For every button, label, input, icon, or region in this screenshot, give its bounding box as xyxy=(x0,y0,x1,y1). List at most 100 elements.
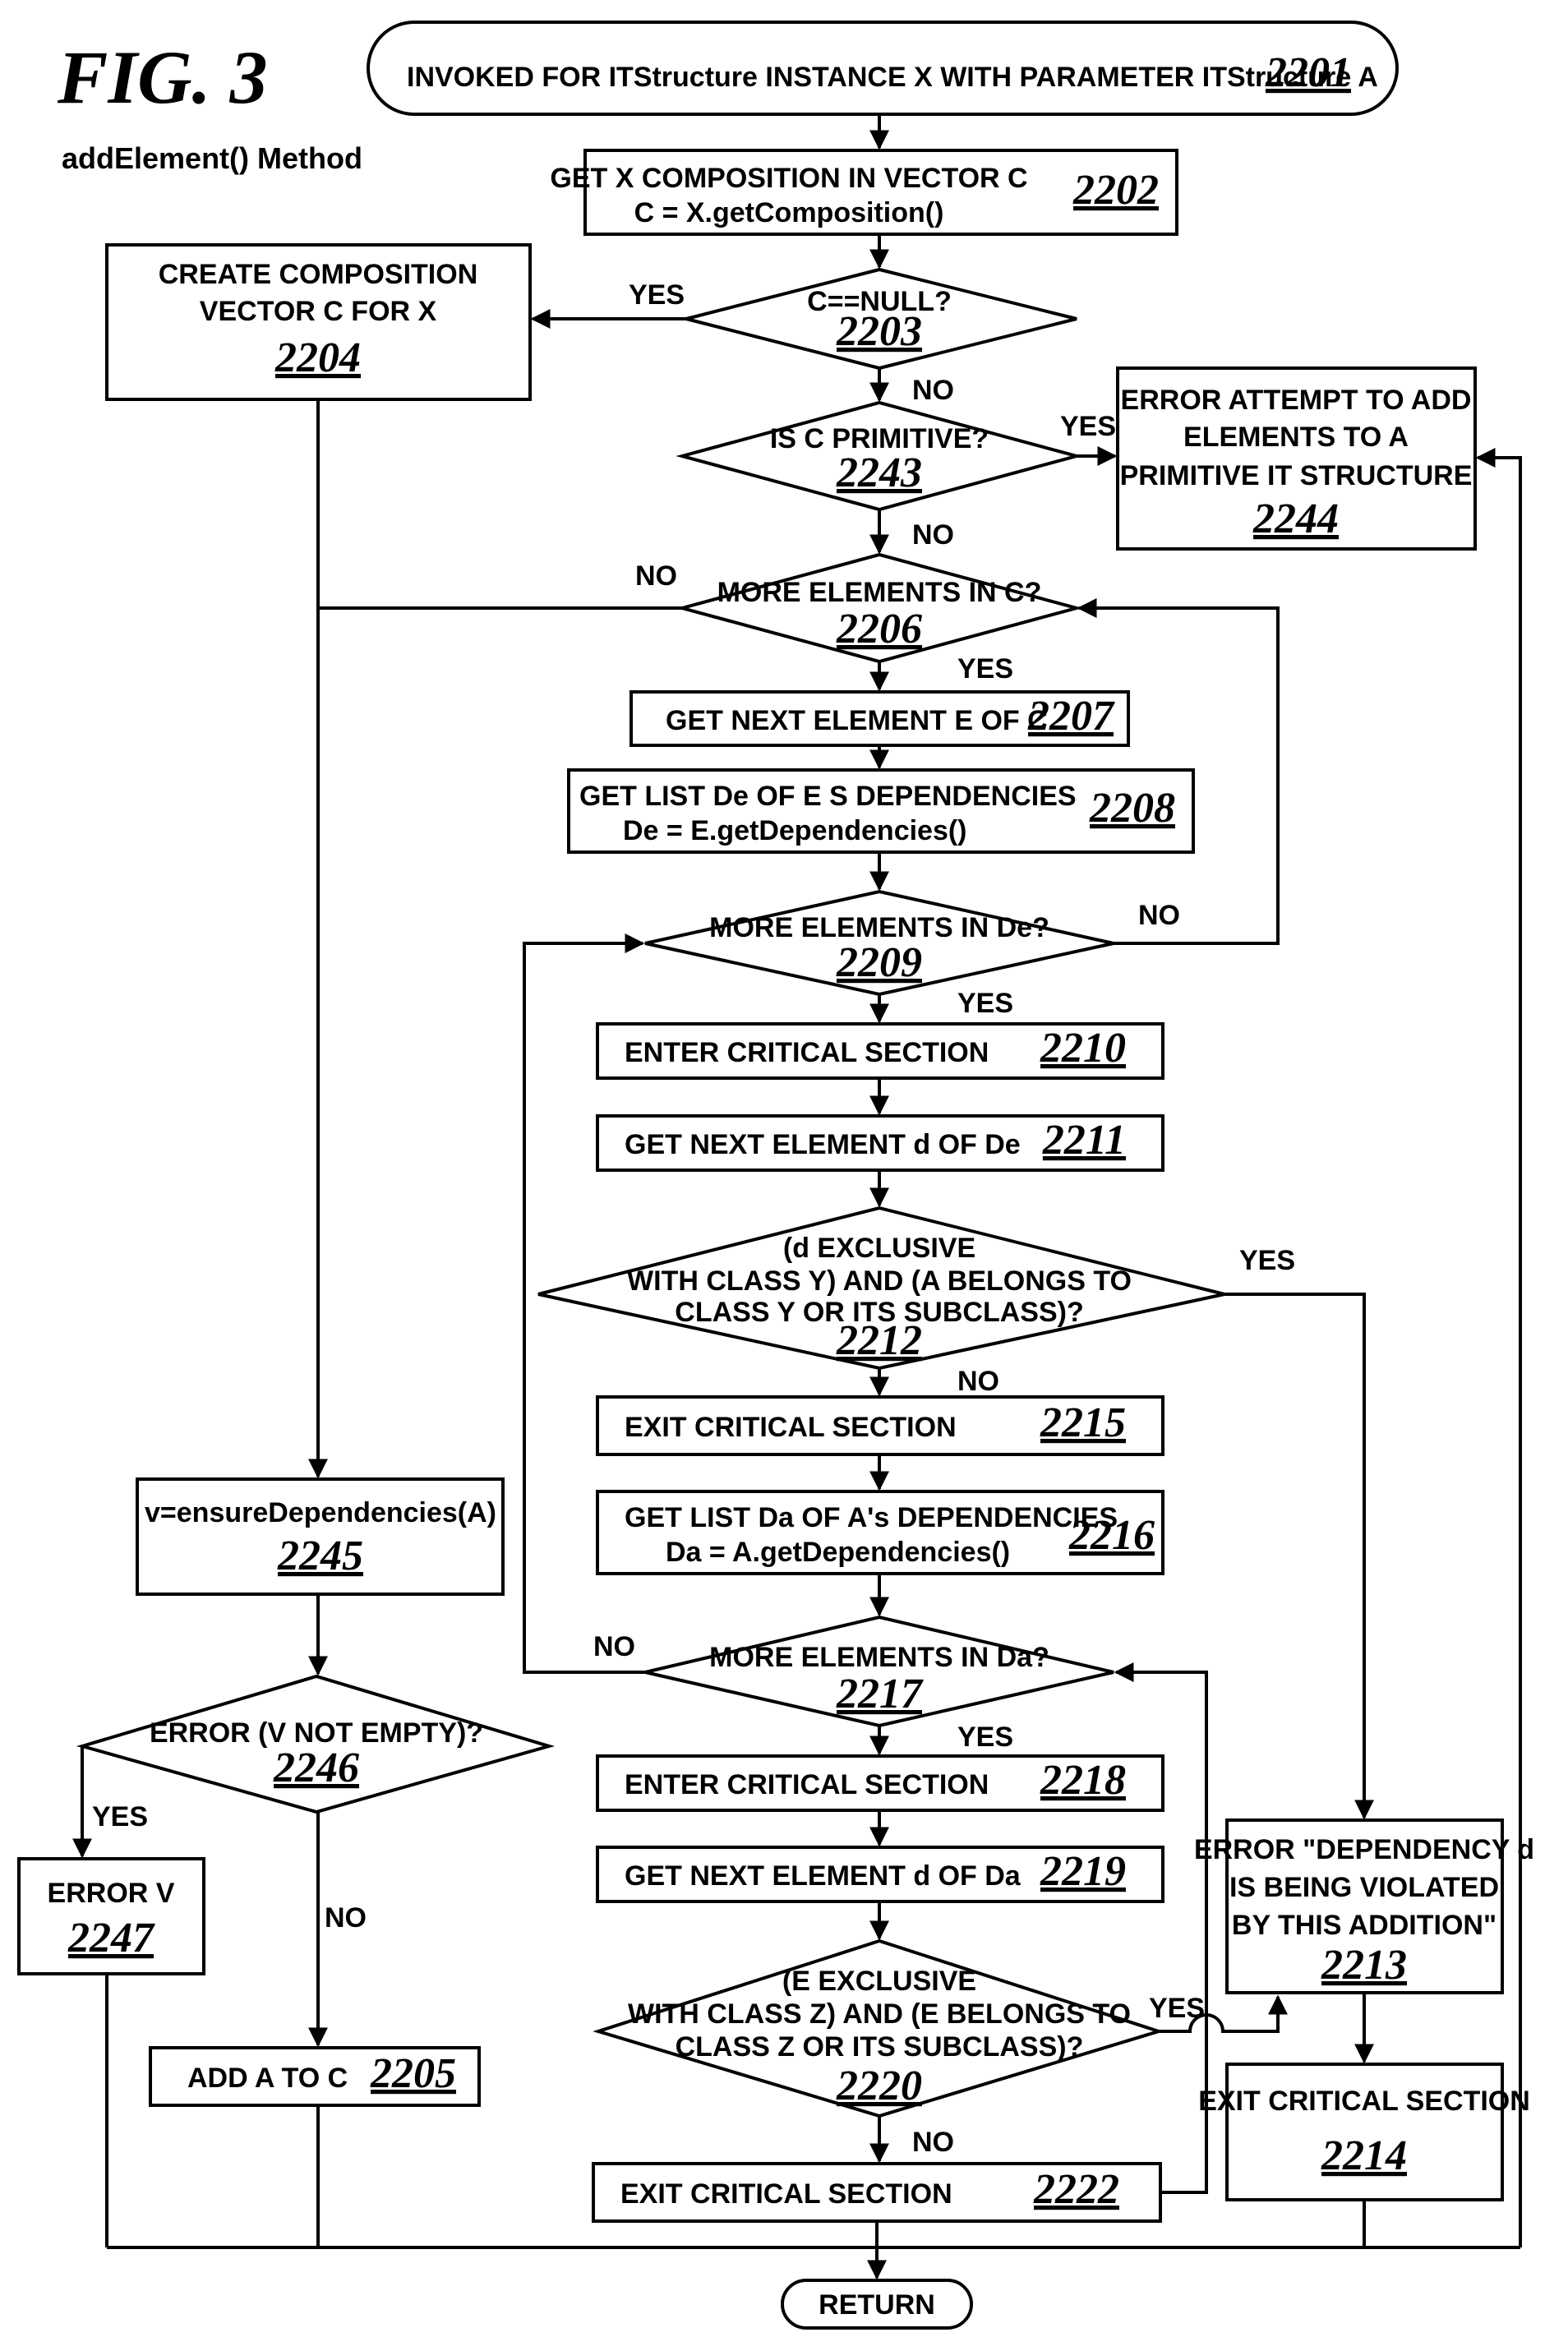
node-2204-number: 2204 xyxy=(274,334,361,381)
node-2201-number: 2201 xyxy=(1265,49,1351,96)
node-2243-number: 2243 xyxy=(836,449,922,496)
node-2213: ERROR "DEPENDENCY d IS BEING VIOLATED BY… xyxy=(1194,1820,1534,1993)
node-2207-number: 2207 xyxy=(1027,693,1115,740)
node-2205: ADD A TO C 2205 xyxy=(150,2048,479,2105)
node-2207-label: GET NEXT ELEMENT E OF C xyxy=(666,705,1048,736)
node-2244: ERROR ATTEMPT TO ADD ELEMENTS TO A PRIMI… xyxy=(1118,368,1475,549)
node-2217: MORE ELEMENTS IN Da? 2217 xyxy=(645,1617,1114,1726)
label-2243-yes: YES xyxy=(1060,411,1116,442)
node-2204-line2: VECTOR C FOR X xyxy=(200,296,437,327)
label-2209-yes: YES xyxy=(957,988,1013,1019)
label-2243-no: NO xyxy=(912,519,954,551)
node-2211-number: 2211 xyxy=(1042,1117,1126,1164)
node-2210: ENTER CRITICAL SECTION 2210 xyxy=(597,1024,1163,1078)
node-2204-line1: CREATE COMPOSITION xyxy=(159,259,478,290)
node-2220-line2: WITH CLASS Z) AND (E BELONGS TO xyxy=(628,1998,1131,2030)
node-2214-number: 2214 xyxy=(1321,2132,1407,2179)
node-2220-line1: (E EXCLUSIVE xyxy=(782,1966,976,1997)
node-2212-line2: WITH CLASS Y) AND (A BELONGS TO xyxy=(627,1265,1132,1297)
node-2216-number: 2216 xyxy=(1068,1512,1155,1559)
node-2201-label: INVOKED FOR ITStructure INSTANCE X WITH … xyxy=(407,62,1378,93)
node-2206: MORE ELEMENTS IN C? 2206 xyxy=(682,555,1077,661)
node-2218-number: 2218 xyxy=(1040,1757,1126,1804)
node-2212-number: 2212 xyxy=(836,1317,922,1364)
node-2244-number: 2244 xyxy=(1252,496,1339,542)
label-2206-yes: YES xyxy=(957,653,1013,685)
node-return: RETURN xyxy=(782,2280,971,2328)
node-2208-line1: GET LIST De OF E S DEPENDENCIES xyxy=(579,781,1077,812)
node-2205-label: ADD A TO C xyxy=(187,2063,348,2094)
node-2214: EXIT CRITICAL SECTION 2214 xyxy=(1198,2064,1530,2200)
node-2211-label: GET NEXT ELEMENT d OF De xyxy=(625,1129,1021,1160)
node-2209-number: 2209 xyxy=(836,939,922,986)
node-2212-line1: (d EXCLUSIVE xyxy=(783,1233,975,1264)
node-2213-line3: BY THIS ADDITION" xyxy=(1232,1910,1497,1941)
label-2220-yes: YES xyxy=(1149,1993,1205,2024)
node-2220-line3: CLASS Z OR ITS SUBCLASS)? xyxy=(676,2031,1084,2063)
node-2208: GET LIST De OF E S DEPENDENCIES De = E.g… xyxy=(569,770,1193,852)
node-2202: GET X COMPOSITION IN VECTOR C C = X.getC… xyxy=(550,150,1177,234)
label-2217-yes: YES xyxy=(957,1722,1013,1753)
node-2212: (d EXCLUSIVE WITH CLASS Y) AND (A BELONG… xyxy=(538,1208,1224,1368)
node-2222-number: 2222 xyxy=(1033,2166,1119,2213)
node-2216: GET LIST Da OF A's DEPENDENCIES Da = A.g… xyxy=(597,1491,1163,1574)
node-2245-number: 2245 xyxy=(277,1533,363,1579)
node-2222: EXIT CRITICAL SECTION 2222 xyxy=(593,2164,1160,2221)
label-2246-yes: YES xyxy=(92,1801,148,1832)
node-2245: v=ensureDependencies(A) 2245 xyxy=(137,1479,503,1594)
node-2247-number: 2247 xyxy=(67,1915,155,1961)
label-2212-yes: YES xyxy=(1239,1245,1295,1276)
node-2246-number: 2246 xyxy=(273,1745,359,1791)
node-2220: (E EXCLUSIVE WITH CLASS Z) AND (E BELONG… xyxy=(598,1941,1159,2116)
node-2213-line1: ERROR "DEPENDENCY d xyxy=(1194,1834,1534,1865)
node-2206-label: MORE ELEMENTS IN C? xyxy=(717,577,1042,608)
label-2212-no: NO xyxy=(957,1366,999,1397)
node-2203-number: 2203 xyxy=(836,308,922,355)
node-2216-line1: GET LIST Da OF A's DEPENDENCIES xyxy=(625,1502,1118,1533)
node-2215-number: 2215 xyxy=(1040,1399,1126,1446)
label-2206-no: NO xyxy=(635,560,677,592)
node-2219-label: GET NEXT ELEMENT d OF Da xyxy=(625,1860,1022,1892)
node-2213-number: 2213 xyxy=(1321,1942,1407,1989)
node-2211: GET NEXT ELEMENT d OF De 2211 xyxy=(597,1116,1163,1170)
node-2205-number: 2205 xyxy=(370,2050,456,2097)
node-2219: GET NEXT ELEMENT d OF Da 2219 xyxy=(597,1847,1163,1901)
node-2210-label: ENTER CRITICAL SECTION xyxy=(625,1037,989,1068)
node-2244-line1: ERROR ATTEMPT TO ADD xyxy=(1121,385,1472,416)
label-2246-no: NO xyxy=(325,1902,367,1934)
node-return-label: RETURN xyxy=(819,2289,935,2321)
node-2244-line2: ELEMENTS TO A xyxy=(1183,422,1409,453)
node-2202-line1: GET X COMPOSITION IN VECTOR C xyxy=(550,163,1027,194)
node-2246: ERROR (V NOT EMPTY)? 2246 xyxy=(82,1676,549,1812)
node-2247-label: ERROR V xyxy=(48,1878,175,1909)
label-2203-no: NO xyxy=(912,375,954,406)
node-2217-number: 2217 xyxy=(836,1671,924,1717)
node-2218-label: ENTER CRITICAL SECTION xyxy=(625,1769,989,1800)
node-2203: C==NULL? 2203 xyxy=(686,270,1077,368)
node-2204: CREATE COMPOSITION VECTOR C FOR X 2204 xyxy=(107,245,530,399)
node-2243: IS C PRIMITIVE? 2243 xyxy=(682,403,1077,509)
node-2244-line3: PRIMITIVE IT STRUCTURE xyxy=(1120,460,1473,491)
node-2208-line2: De = E.getDependencies() xyxy=(623,815,967,846)
label-2220-no: NO xyxy=(912,2127,954,2158)
node-2210-number: 2210 xyxy=(1040,1025,1126,1072)
node-2222-label: EXIT CRITICAL SECTION xyxy=(620,2178,952,2210)
node-2213-line2: IS BEING VIOLATED xyxy=(1229,1872,1499,1903)
node-2207: GET NEXT ELEMENT E OF C 2207 xyxy=(631,692,1128,745)
node-2202-number: 2202 xyxy=(1072,167,1159,214)
node-2206-number: 2206 xyxy=(836,606,922,652)
node-2215: EXIT CRITICAL SECTION 2215 xyxy=(597,1397,1163,1454)
node-2214-label: EXIT CRITICAL SECTION xyxy=(1198,2086,1530,2117)
node-2245-label: v=ensureDependencies(A) xyxy=(145,1497,496,1528)
label-2217-no: NO xyxy=(593,1631,635,1662)
node-2219-number: 2219 xyxy=(1040,1848,1126,1895)
label-2203-yes: YES xyxy=(629,279,685,311)
node-2202-line2: C = X.getComposition() xyxy=(634,197,944,228)
label-2209-no: NO xyxy=(1138,900,1180,931)
figure-subtitle: addElement() Method xyxy=(62,141,362,175)
node-2217-label: MORE ELEMENTS IN Da? xyxy=(709,1642,1049,1673)
node-2216-line2: Da = A.getDependencies() xyxy=(666,1537,1010,1568)
node-2209: MORE ELEMENTS IN De? 2209 xyxy=(645,892,1114,994)
node-2220-number: 2220 xyxy=(836,2063,922,2109)
